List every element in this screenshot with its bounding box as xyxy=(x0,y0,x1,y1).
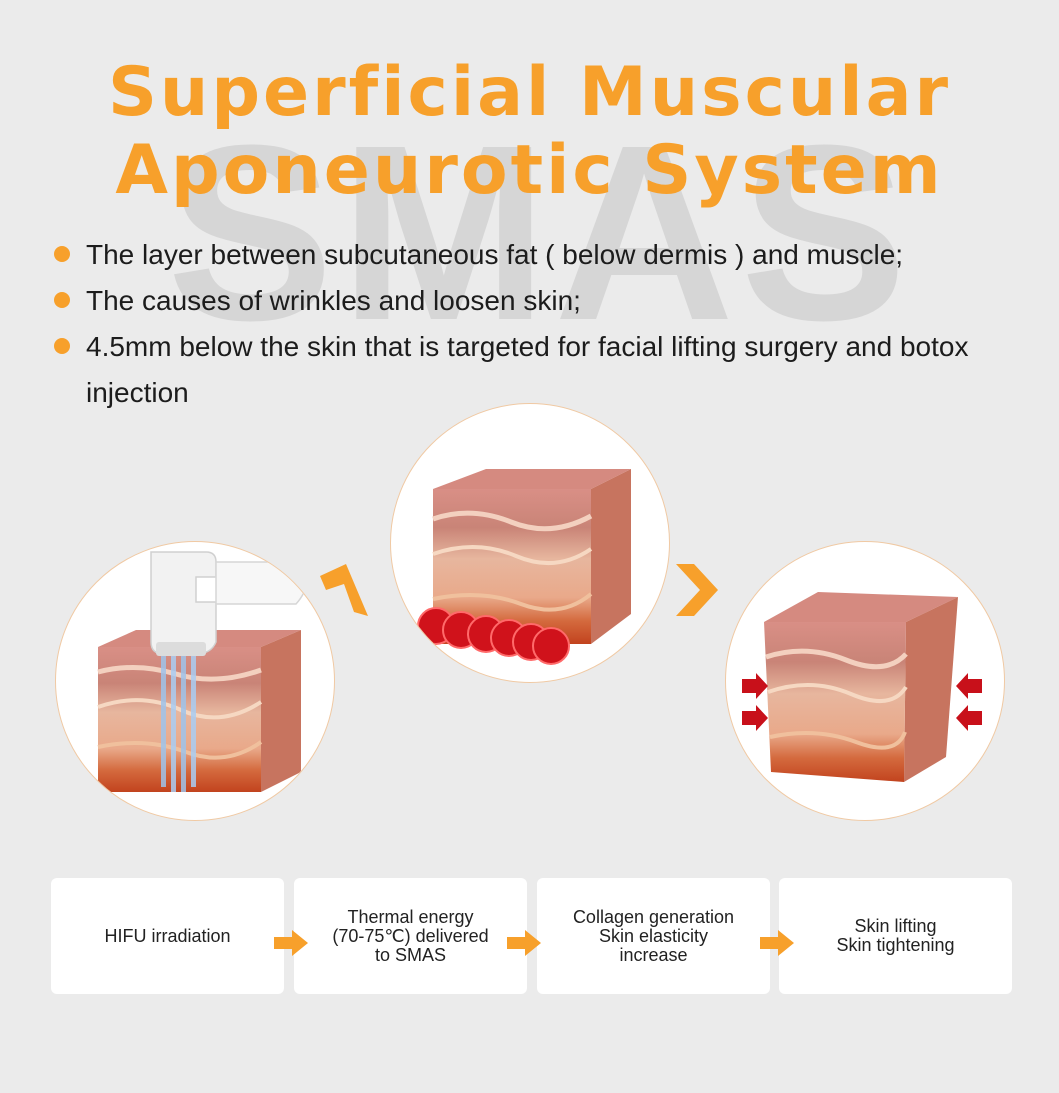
hifu-irradiation-illustration xyxy=(55,541,335,821)
red-arrow-icon xyxy=(956,705,982,731)
step-thermal-energy: Thermal energy (70-75℃) delivered to SMA… xyxy=(294,878,527,994)
skin-block-with-heat-points-icon xyxy=(417,469,631,665)
step-collagen-generation: Collagen generation Skin elasticity incr… xyxy=(537,878,770,994)
red-arrow-icon xyxy=(956,673,982,699)
orange-arrow-icon xyxy=(320,564,368,616)
orange-chevron-icon xyxy=(676,564,718,616)
skin-block-with-compress-arrows-icon xyxy=(742,592,982,782)
watermark-text: SMAS xyxy=(166,93,914,372)
thermal-energy-illustration xyxy=(390,403,670,683)
red-arrow-icon xyxy=(742,673,768,699)
bullet-list: The layer between subcutaneous fat ( bel… xyxy=(52,232,1012,416)
bullet-item: The causes of wrinkles and loosen skin; xyxy=(52,278,1012,324)
title-line-1: Superficial Muscular xyxy=(107,53,952,132)
red-arrow-icon xyxy=(742,705,768,731)
bullet-text: 4.5mm below the skin that is targeted fo… xyxy=(86,331,969,408)
orange-dot-icon xyxy=(54,246,70,262)
bullet-text: The causes of wrinkles and loosen skin; xyxy=(86,285,581,316)
bullet-item: 4.5mm below the skin that is targeted fo… xyxy=(52,324,1012,416)
orange-arrow-icon xyxy=(507,930,541,956)
orange-arrow-icon xyxy=(760,930,794,956)
title-line-2: Aponeurotic System xyxy=(115,131,944,210)
skin-tightening-illustration xyxy=(725,541,1005,821)
bullet-text: The layer between subcutaneous fat ( bel… xyxy=(86,239,904,270)
bullet-item: The layer between subcutaneous fat ( bel… xyxy=(52,232,1012,278)
orange-dot-icon xyxy=(54,338,70,354)
orange-arrow-icon xyxy=(274,930,308,956)
step-skin-lifting: Skin lifting Skin tightening xyxy=(779,878,1012,994)
step-hifu-irradiation: HIFU irradiation xyxy=(51,878,284,994)
skin-block-with-applicator-icon xyxy=(97,551,307,792)
orange-dot-icon xyxy=(54,292,70,308)
